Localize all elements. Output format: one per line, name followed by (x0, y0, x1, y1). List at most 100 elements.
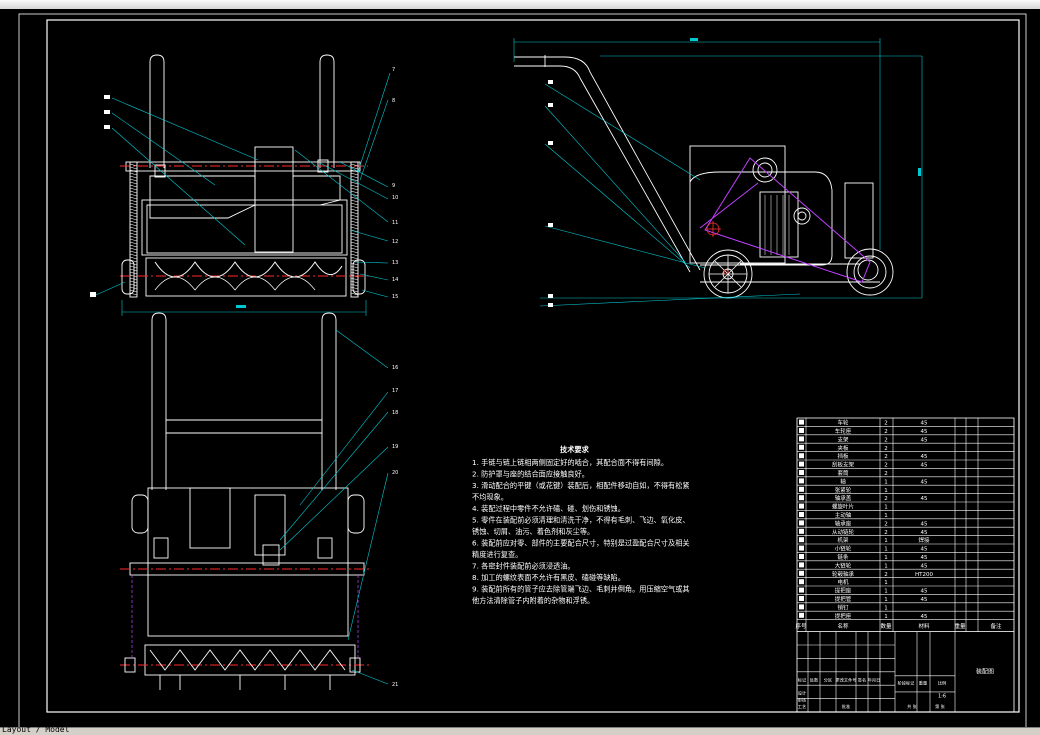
notes-line: 他方法清除管子内附着的杂物和浮锈。 (472, 596, 594, 605)
bom-name: 销钉 (837, 603, 849, 611)
bom-material: 45 (921, 597, 928, 603)
balloon-label: 14 (392, 277, 398, 283)
title-block-label: 设计 (798, 689, 806, 696)
bom-qty: 1 (884, 547, 888, 553)
front-view-leaders (95, 72, 391, 298)
bom-material: 45 (921, 563, 928, 569)
bom-qty: 1 (884, 488, 888, 494)
bom-qty: 1 (884, 563, 888, 569)
title-block-label: 签名 (858, 676, 866, 683)
bom-material: 45 (921, 429, 928, 435)
bom-qty: 1 (884, 597, 888, 603)
bom-material: 45 (921, 547, 928, 553)
bom-name: 提把座 (835, 612, 852, 620)
bom-name: 夹板 (837, 444, 849, 452)
balloon-label: 18 (392, 410, 398, 416)
side-view (514, 55, 894, 299)
balloon-label: 13 (392, 260, 398, 266)
bom-qty: 1 (884, 580, 888, 586)
bom-qty: 1 (884, 538, 888, 544)
title-block-label: 分区 (824, 676, 832, 683)
title-block-label: 处数 (810, 676, 819, 683)
sheet-inner-border (46, 19, 1020, 713)
balloon-label: 16 (392, 365, 398, 371)
title-block-label: 审核 (798, 697, 807, 704)
title-block-label: 阶段标记 (898, 680, 916, 687)
bom-name: 刮板支架 (832, 461, 855, 469)
bom-name: 链条 (837, 553, 849, 561)
title-block-label: 更改文件号 (836, 676, 857, 683)
notes-title: 技术要求 (560, 445, 590, 454)
bom-header-note: 备注 (990, 622, 1002, 630)
balloon-label: 7 (392, 67, 395, 73)
bom-name: 螺旋叶片 (832, 503, 854, 511)
bom-name: 轴承座 (835, 519, 852, 527)
notes-line: 8. 加工的螺纹表面不允许有黑皮、磕碰等缺陷。 (472, 573, 625, 582)
bom-material: 45 (921, 521, 928, 527)
drawing-title: 装配图 (976, 667, 994, 675)
bom-material: 45 (921, 421, 928, 427)
notes-line: 不均现象。 (472, 493, 508, 502)
status-text: Layout / Model (2, 725, 70, 734)
bom-name: 轴承盖 (835, 494, 852, 502)
notes-line: 4. 装配过程中零件不允许磕、碰、划伤和锈蚀。 (472, 504, 625, 513)
bom-header-qty: 数量 (880, 622, 892, 630)
front-view (120, 54, 370, 316)
bom-qty: 1 (884, 589, 888, 595)
notes-line: 9. 装配前所有的管子应去除管端飞边、毛刺并倒角。用压缩空气或其 (472, 585, 690, 594)
title-block-label: 重量 (919, 680, 927, 687)
title-block-label: 共 张 (907, 703, 918, 710)
notes-line: 锈蚀、切屑、油污、着色剂和灰尘等。 (472, 527, 594, 536)
bom-qty: 2 (884, 437, 888, 443)
balloon-label: 10 (392, 195, 398, 201)
bom-qty: 2 (884, 496, 888, 502)
title-block-label: 工艺 (798, 704, 806, 709)
bom-qty: 2 (884, 463, 888, 469)
assembly-drawing: 提把座145销钉1提把管145提把座145电机1轮毂轴承2HT200大链轮145… (18, 13, 1027, 729)
bom-header-mat: 材料 (918, 622, 930, 630)
top-view (120, 312, 370, 690)
bom-name: 提把管 (835, 595, 852, 603)
bom-qty: 2 (884, 429, 888, 435)
notes-line: 精度进行复查。 (472, 550, 522, 559)
bom-material: 45 (921, 530, 928, 536)
title-block-label: 比例 (938, 680, 946, 687)
bom-qty: 1 (884, 479, 888, 485)
bom-material: 45 (921, 589, 928, 595)
bom-name: 从动链轮 (832, 528, 855, 536)
bom-name: 电机 (837, 578, 849, 586)
notes-line: 2. 防护罩与座的结合面应接触良好。 (472, 470, 589, 479)
balloon-label: 15 (392, 294, 398, 300)
title-block-label: 标记 (798, 676, 807, 683)
notes-line: 6. 装配前应对零、部件的主要配合尺寸，特别是过盈配合尺寸及相关 (472, 539, 690, 548)
bom-header-wt: 重量 (954, 622, 966, 630)
top-view-leaders (279, 329, 389, 685)
title-block-label: 第 张 (935, 703, 946, 710)
bom-qty: 2 (884, 572, 888, 578)
bom-name: 支架 (837, 435, 849, 443)
title-block-label: 年月日 (868, 676, 881, 683)
bom-qty: 1 (884, 555, 888, 561)
bom-name: 提把座 (835, 587, 852, 595)
bom-qty: 2 (884, 471, 888, 477)
bom-material: 45 (921, 614, 928, 620)
bom-qty: 2 (884, 421, 888, 427)
side-view-red (705, 221, 729, 275)
bom-qty: 2 (884, 521, 888, 527)
bom-material: 45 (921, 496, 928, 502)
bom-material: 45 (921, 437, 928, 443)
bom-material: 焊接 (918, 536, 930, 544)
balloon-label: 17 (392, 388, 398, 394)
technical-notes: 技术要求 1. 手链与链上链相两侧固定好的啮合，其配合面不得有间隙。2. 防护罩… (472, 445, 690, 605)
side-view-dimensions (513, 38, 923, 307)
status-bar: Layout / Model (0, 725, 1040, 735)
balloon-label: 21 (392, 682, 398, 688)
notes-line: 3. 滑动配合的平键（或花键）装配后，相配件移动自如，不得有松紧 (472, 481, 690, 490)
title-block-label: 批准 (842, 703, 850, 710)
bom-name: 轴 (840, 477, 846, 485)
balloon-label: 20 (392, 470, 398, 476)
bom-material: 45 (921, 555, 928, 561)
